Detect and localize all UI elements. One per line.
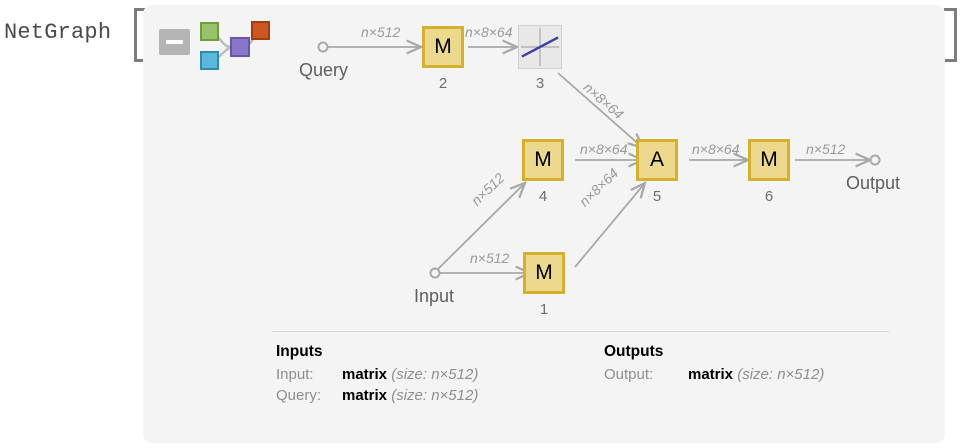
graph-node-2-label: M: [434, 35, 452, 58]
collapse-minus-icon[interactable]: [159, 29, 190, 55]
graph-node-5-label: A: [649, 148, 664, 171]
inputs-row-input-size: (size: n×512): [391, 366, 479, 383]
port-label-input: Input: [414, 286, 455, 306]
netgraph-panel: [143, 5, 945, 443]
elementwise-plot-icon: [520, 27, 560, 67]
graph-node-1-index: 1: [539, 301, 549, 318]
inputs-section: Inputs Input: matrix (size: n×512) Query…: [276, 343, 478, 408]
graph-node-4[interactable]: M: [522, 139, 564, 181]
graph-node-5-index: 5: [652, 188, 662, 205]
graph-node-4-label: M: [534, 148, 552, 171]
inputs-row-input-key: Input:: [276, 366, 314, 383]
outputs-row-output-value: matrix: [688, 366, 734, 383]
port-label-output: Output: [846, 173, 901, 193]
edge-label-2-to-3: n×8×64: [465, 24, 513, 40]
inputs-row-query-size: (size: n×512): [391, 387, 479, 404]
graph-node-2[interactable]: M: [422, 26, 464, 68]
graph-node-4-index: 4: [538, 188, 548, 205]
edge-label-5-to-6: n×8×64: [692, 141, 740, 157]
graph-node-6-index: 6: [764, 188, 774, 205]
inputs-row-query: Query: matrix (size: n×512): [276, 387, 478, 404]
info-divider: [272, 331, 889, 332]
graph-node-3[interactable]: [518, 25, 562, 69]
inputs-row-query-value: matrix: [342, 387, 388, 404]
inputs-row-input: Input: matrix (size: n×512): [276, 366, 478, 383]
graph-node-1-label: M: [535, 261, 553, 284]
edge-label-query-to-2: n×512: [361, 24, 401, 40]
expression-close-bracket[interactable]: [944, 8, 957, 62]
expression-open-bracket[interactable]: [134, 8, 147, 62]
edge-label-6-to-output: n×512: [806, 141, 846, 157]
edge-label-input-to-1: n×512: [470, 250, 510, 266]
outputs-row-output-size: (size: n×512): [737, 366, 825, 383]
outputs-title: Outputs: [604, 343, 664, 360]
graph-node-6-label: M: [760, 148, 778, 171]
graph-node-2-index: 2: [438, 75, 448, 92]
graph-node-1[interactable]: M: [523, 252, 565, 294]
inputs-row-query-key: Query:: [276, 387, 322, 404]
graph-node-5[interactable]: A: [636, 139, 678, 181]
outputs-section: Outputs Output: matrix (size: n×512): [604, 343, 824, 387]
inputs-row-input-value: matrix: [342, 366, 388, 383]
inputs-title: Inputs: [276, 343, 323, 360]
outputs-row-output-key: Output:: [604, 366, 654, 383]
graph-node-6[interactable]: M: [748, 139, 790, 181]
expression-head-label: NetGraph: [4, 20, 112, 45]
graph-node-3-index: 3: [535, 75, 545, 92]
outputs-row-output: Output: matrix (size: n×512): [604, 366, 824, 383]
network-graph-thumbnail-icon[interactable]: [190, 14, 272, 74]
edge-label-4-to-5: n×8×64: [580, 141, 628, 157]
port-label-query: Query: [299, 60, 349, 80]
